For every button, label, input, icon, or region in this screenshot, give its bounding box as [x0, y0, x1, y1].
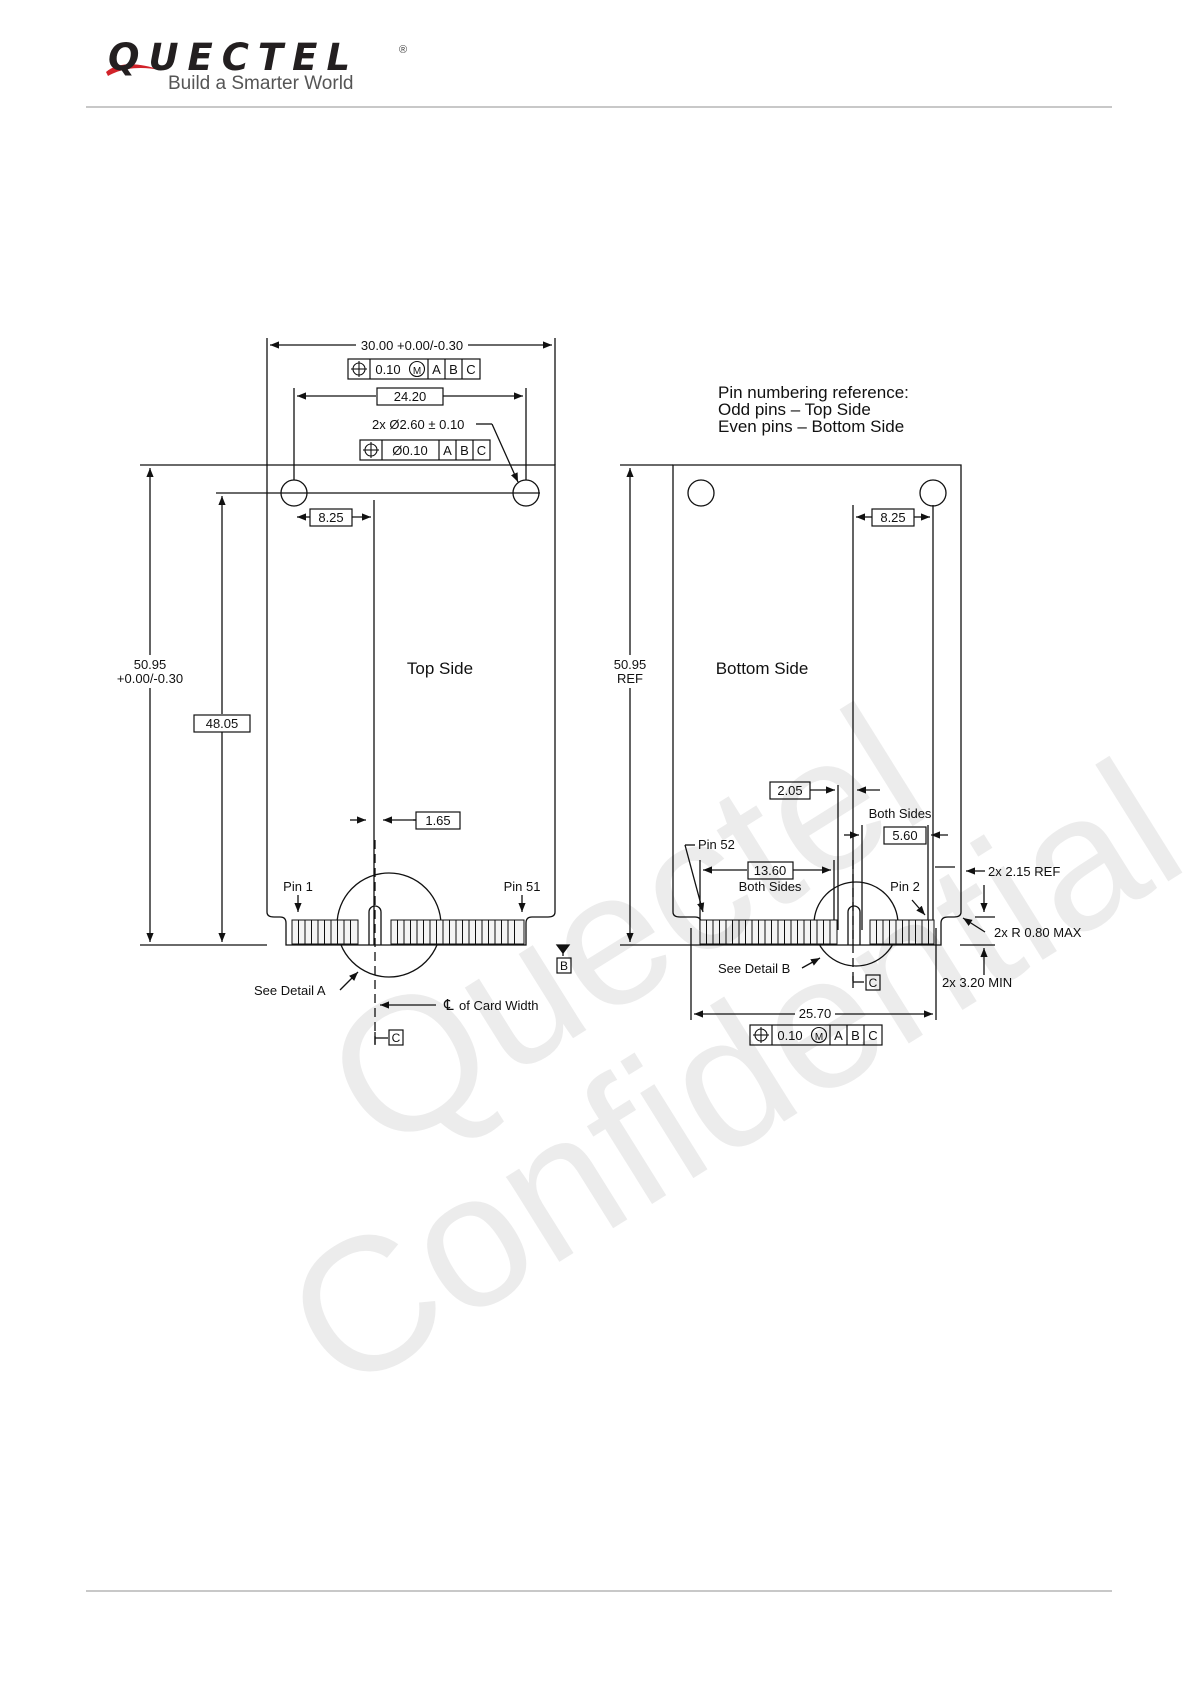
bottom-view [620, 464, 995, 1020]
dim-box-hole-offset [309, 508, 353, 527]
fcf-frame-connector [749, 1024, 883, 1046]
top-width-datum-c: C [466, 362, 475, 377]
top-width-tol-modifier: M [413, 366, 421, 377]
bottom-pad-span: 13.60 [754, 863, 787, 878]
bottom-pin-first: Pin 52 [698, 837, 735, 852]
bottom-hole-right [919, 479, 947, 507]
fcf-frame-width [347, 358, 481, 380]
top-width-datum-b: B [449, 362, 458, 377]
top-hole-spacing: 24.20 [394, 389, 427, 404]
page-header: QUECTEL ® Build a Smarter World [0, 0, 1191, 112]
top-pin-lines [298, 920, 515, 944]
top-view [140, 338, 571, 1045]
bottom-edge-min: 2x 3.20 MIN [942, 975, 1012, 990]
footer-divider [86, 1590, 1112, 1592]
pin-ref-odd: Odd pins – Top Side [718, 400, 871, 419]
top-width-tol-value: 0.10 [375, 362, 400, 377]
top-hole-callout: 2x Ø2.60 ± 0.10 [372, 417, 464, 432]
company-logo: QUECTEL [108, 36, 360, 79]
top-datum-b: B [560, 959, 568, 973]
bottom-side-label: Bottom Side [716, 659, 809, 678]
dim-box-pad-span [747, 861, 794, 880]
top-side-label: Top Side [407, 659, 473, 678]
centerline-symbol: ℄ [443, 997, 454, 1014]
bottom-length-line1: 50.95 [614, 657, 647, 672]
top-hole-to-edge: 48.05 [206, 716, 239, 731]
bottom-connector-width: 25.70 [799, 1006, 832, 1021]
top-pin-first: Pin 1 [283, 879, 313, 894]
header-divider [86, 106, 1112, 108]
top-hole-tol-value: Ø0.10 [392, 443, 427, 458]
bottom-conn-datum-c: C [868, 1028, 877, 1043]
top-detail-label: See Detail A [254, 983, 326, 998]
bottom-pin-last: Pin 2 [890, 879, 920, 894]
bottom-conn-datum-b: B [851, 1028, 860, 1043]
dim-box-bottom-slot-offset [769, 781, 811, 800]
pin-ref-even: Even pins – Bottom Side [718, 417, 904, 436]
pin-ref-title: Pin numbering reference: [718, 383, 909, 402]
bottom-hole-left [687, 479, 715, 507]
bottom-pin-lines [706, 920, 929, 944]
bottom-both-sides-2: Both Sides [739, 879, 802, 894]
top-board-outline [266, 464, 556, 946]
datum-box-b-top [556, 957, 572, 974]
bottom-conn-tol-value: 0.10 [777, 1028, 802, 1043]
top-hole-offset: 8.25 [318, 510, 343, 525]
dim-box-bottom-hole-offset [871, 508, 915, 527]
top-pin-last: Pin 51 [504, 879, 541, 894]
bottom-detail-label: See Detail B [718, 961, 790, 976]
registered-mark: ® [399, 44, 408, 56]
bottom-board-outline [672, 464, 962, 946]
dim-box-pad-width [883, 826, 927, 845]
datum-box-c-bottom [865, 974, 881, 991]
logo-tagline: Build a Smarter World [168, 73, 354, 94]
bottom-key-slot [847, 905, 861, 945]
dim-box-hole-spacing [376, 387, 444, 406]
top-hole-datum-a: A [443, 443, 452, 458]
bottom-corner-radius: 2x R 0.80 MAX [994, 925, 1082, 940]
top-pin-pads [291, 919, 525, 945]
fcf-frame-holes [359, 439, 491, 461]
top-overall-width: 30.00 +0.00/-0.30 [361, 338, 463, 353]
top-datum-c: C [392, 1031, 401, 1045]
top-hole-datum-b: B [460, 443, 469, 458]
bottom-slot-offset: 2.05 [777, 783, 802, 798]
bottom-conn-tol-modifier: M [815, 1032, 823, 1043]
bottom-pad-width: 5.60 [892, 828, 917, 843]
bottom-datum-c: C [869, 976, 878, 990]
top-length-line1: 50.95 [134, 657, 167, 672]
top-width-datum-a: A [432, 362, 441, 377]
top-centerline-label: of Card Width [459, 998, 538, 1013]
top-slot-offset: 1.65 [425, 813, 450, 828]
bottom-hole-offset: 8.25 [880, 510, 905, 525]
dim-box-slot-offset [415, 811, 461, 830]
logo-swoosh-icon [106, 64, 160, 76]
bottom-length-line2: REF [617, 671, 643, 686]
top-key-slot [368, 905, 382, 945]
bottom-both-sides-1: Both Sides [869, 806, 932, 821]
datum-box-c-top [388, 1029, 404, 1046]
top-length-line2: +0.00/-0.30 [117, 671, 183, 686]
dim-box-hole-to-edge [193, 714, 251, 733]
bottom-conn-datum-a: A [834, 1028, 843, 1043]
bottom-chamfer-ref: 2x 2.15 REF [988, 864, 1060, 879]
top-hole-datum-c: C [477, 443, 486, 458]
